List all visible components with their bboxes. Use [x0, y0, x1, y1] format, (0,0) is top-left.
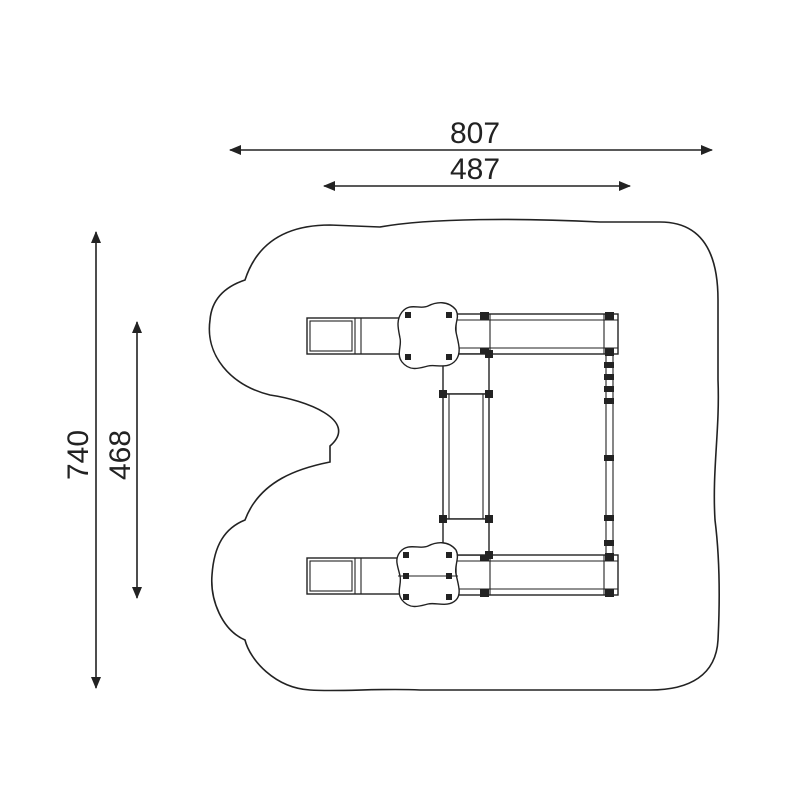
bottom-left-beam: [306, 557, 403, 595]
overall-depth-label: 740: [62, 430, 95, 480]
dimension-overall-depth: 740: [62, 231, 101, 689]
bottom-long-beam: [455, 553, 619, 597]
dimension-inner-depth: 468: [104, 321, 142, 599]
top-platform: [397, 302, 460, 370]
bottom-platform: [396, 542, 460, 608]
dimension-inner-width: 487: [323, 153, 631, 191]
inner-width-label: 487: [450, 153, 500, 186]
top-long-beam: [455, 312, 619, 356]
safety-zone-outline: [208, 218, 721, 692]
top-left-beam: [306, 317, 403, 355]
dimension-overall-width: 807: [229, 117, 713, 155]
overall-width-label: 807: [450, 117, 500, 150]
inner-depth-label: 468: [104, 430, 137, 480]
central-walkway: [439, 350, 493, 559]
equipment-plan: [306, 302, 619, 608]
right-rail: [604, 354, 614, 555]
